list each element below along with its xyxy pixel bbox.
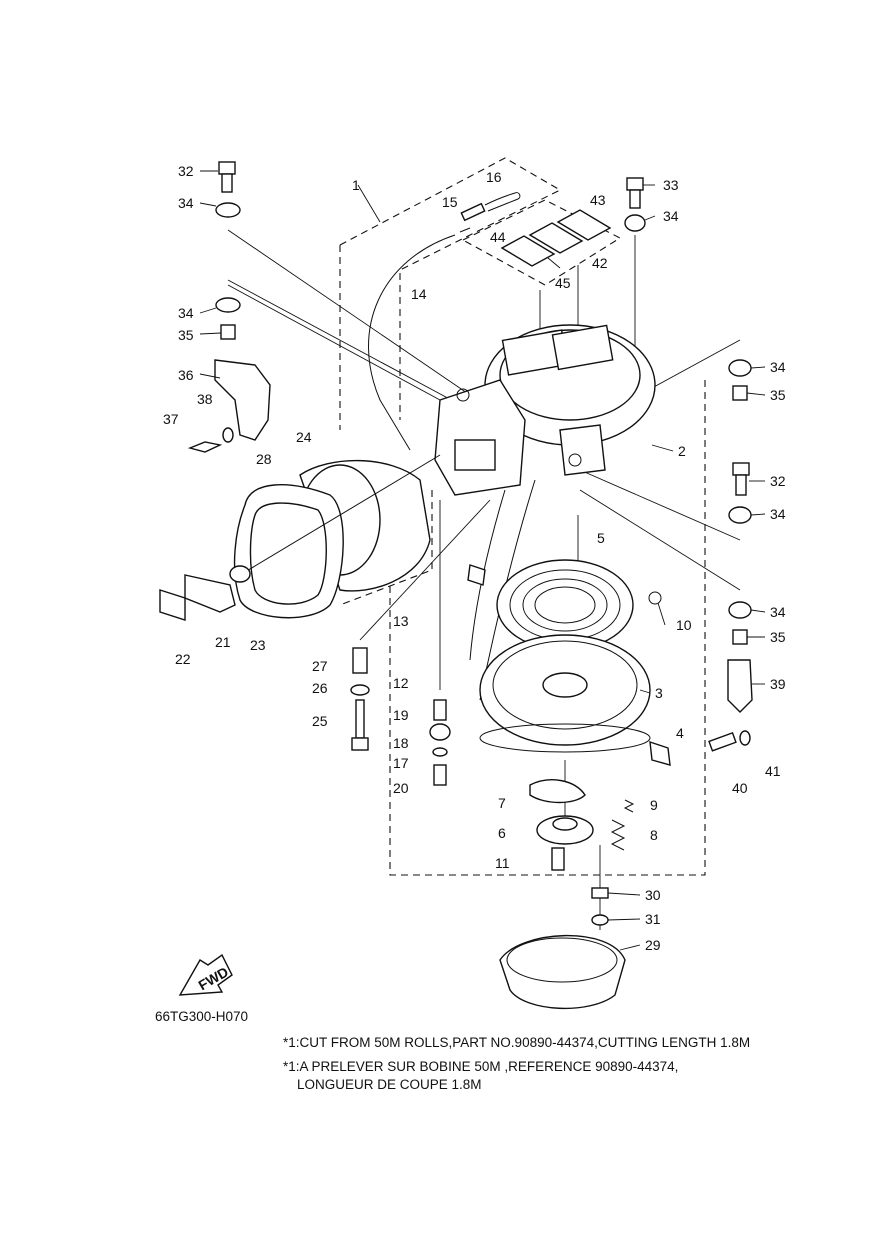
callout-36: 36 bbox=[178, 367, 194, 383]
callout-32-right: 32 bbox=[770, 473, 786, 489]
callout-40: 40 bbox=[732, 780, 748, 796]
callout-32-top: 32 bbox=[178, 163, 194, 179]
callout-4: 4 bbox=[676, 725, 684, 741]
callout-35-c: 35 bbox=[770, 629, 786, 645]
note-french-line1: *1:A PRELEVER SUR BOBINE 50M ,REFERENCE … bbox=[283, 1059, 679, 1074]
flywheel-ring bbox=[499, 887, 626, 1010]
callout-38: 38 bbox=[197, 391, 213, 407]
decals bbox=[500, 209, 612, 267]
callout-25: 25 bbox=[312, 713, 328, 729]
callout-2: 2 bbox=[678, 443, 686, 459]
note-french-line2: LONGUEUR DE COUPE 1.8M bbox=[297, 1077, 482, 1092]
sheave-drum bbox=[479, 634, 651, 753]
callout-11: 11 bbox=[495, 855, 510, 871]
starter-handle bbox=[159, 565, 251, 621]
callout-13: 13 bbox=[393, 613, 409, 629]
callout-15: 15 bbox=[442, 194, 458, 210]
callout-6: 6 bbox=[498, 825, 506, 841]
callout-29: 29 bbox=[645, 937, 661, 953]
callout-35-b: 35 bbox=[770, 387, 786, 403]
callout-34-a: 34 bbox=[178, 195, 194, 211]
rope-guide-and-handle-assembly bbox=[233, 454, 441, 619]
callout-34-e: 34 bbox=[770, 506, 786, 522]
callout-22: 22 bbox=[175, 651, 191, 667]
callout-21: 21 bbox=[215, 634, 231, 650]
callout-44: 44 bbox=[490, 229, 506, 245]
callout-26: 26 bbox=[312, 680, 328, 696]
callout-5: 5 bbox=[597, 530, 605, 546]
callout-9: 9 bbox=[650, 797, 658, 813]
callout-3: 3 bbox=[655, 685, 663, 701]
callout-45: 45 bbox=[555, 275, 571, 291]
callout-1: 1 bbox=[352, 177, 360, 193]
callout-24: 24 bbox=[296, 429, 312, 445]
callout-41: 41 bbox=[765, 763, 781, 779]
callout-14: 14 bbox=[411, 286, 427, 302]
small-parts bbox=[467, 564, 671, 871]
callout-27: 27 bbox=[312, 658, 328, 674]
diagram-code: 66TG300-H070 bbox=[155, 1009, 249, 1024]
right-hardware bbox=[624, 177, 753, 752]
callout-18: 18 bbox=[393, 735, 409, 751]
callout-43: 43 bbox=[590, 192, 606, 208]
bracket-36 bbox=[187, 359, 271, 453]
callout-10: 10 bbox=[676, 617, 692, 633]
callout-42: 42 bbox=[592, 255, 608, 271]
callout-34-d: 34 bbox=[770, 359, 786, 375]
callout-7: 7 bbox=[498, 795, 506, 811]
callout-12: 12 bbox=[393, 675, 409, 691]
callout-8: 8 bbox=[650, 827, 658, 843]
callout-37: 37 bbox=[163, 411, 179, 427]
callout-33: 33 bbox=[663, 177, 679, 193]
callout-35-a: 35 bbox=[178, 327, 194, 343]
callout-28: 28 bbox=[256, 451, 272, 467]
callout-30: 30 bbox=[645, 887, 661, 903]
callout-34-f: 34 bbox=[770, 604, 786, 620]
callout-39: 39 bbox=[770, 676, 786, 692]
callout-23: 23 bbox=[250, 637, 266, 653]
callout-labels: 1 2 3 4 5 6 7 8 9 10 11 12 13 14 15 16 1… bbox=[163, 163, 786, 953]
callout-leader-ticks bbox=[199, 170, 766, 951]
callout-31: 31 bbox=[645, 911, 661, 927]
note-english: *1:CUT FROM 50M ROLLS,PART NO.90890-4437… bbox=[283, 1035, 751, 1050]
callout-16: 16 bbox=[486, 169, 502, 185]
left-hardware bbox=[215, 161, 241, 340]
callout-17: 17 bbox=[393, 755, 409, 771]
callout-34-c: 34 bbox=[178, 305, 194, 321]
starter-case bbox=[434, 324, 656, 496]
column-hardware bbox=[350, 647, 451, 786]
callout-19: 19 bbox=[393, 707, 409, 723]
fwd-arrow-icon: FWD bbox=[178, 953, 233, 996]
callout-34-b: 34 bbox=[663, 208, 679, 224]
callout-20: 20 bbox=[393, 780, 409, 796]
